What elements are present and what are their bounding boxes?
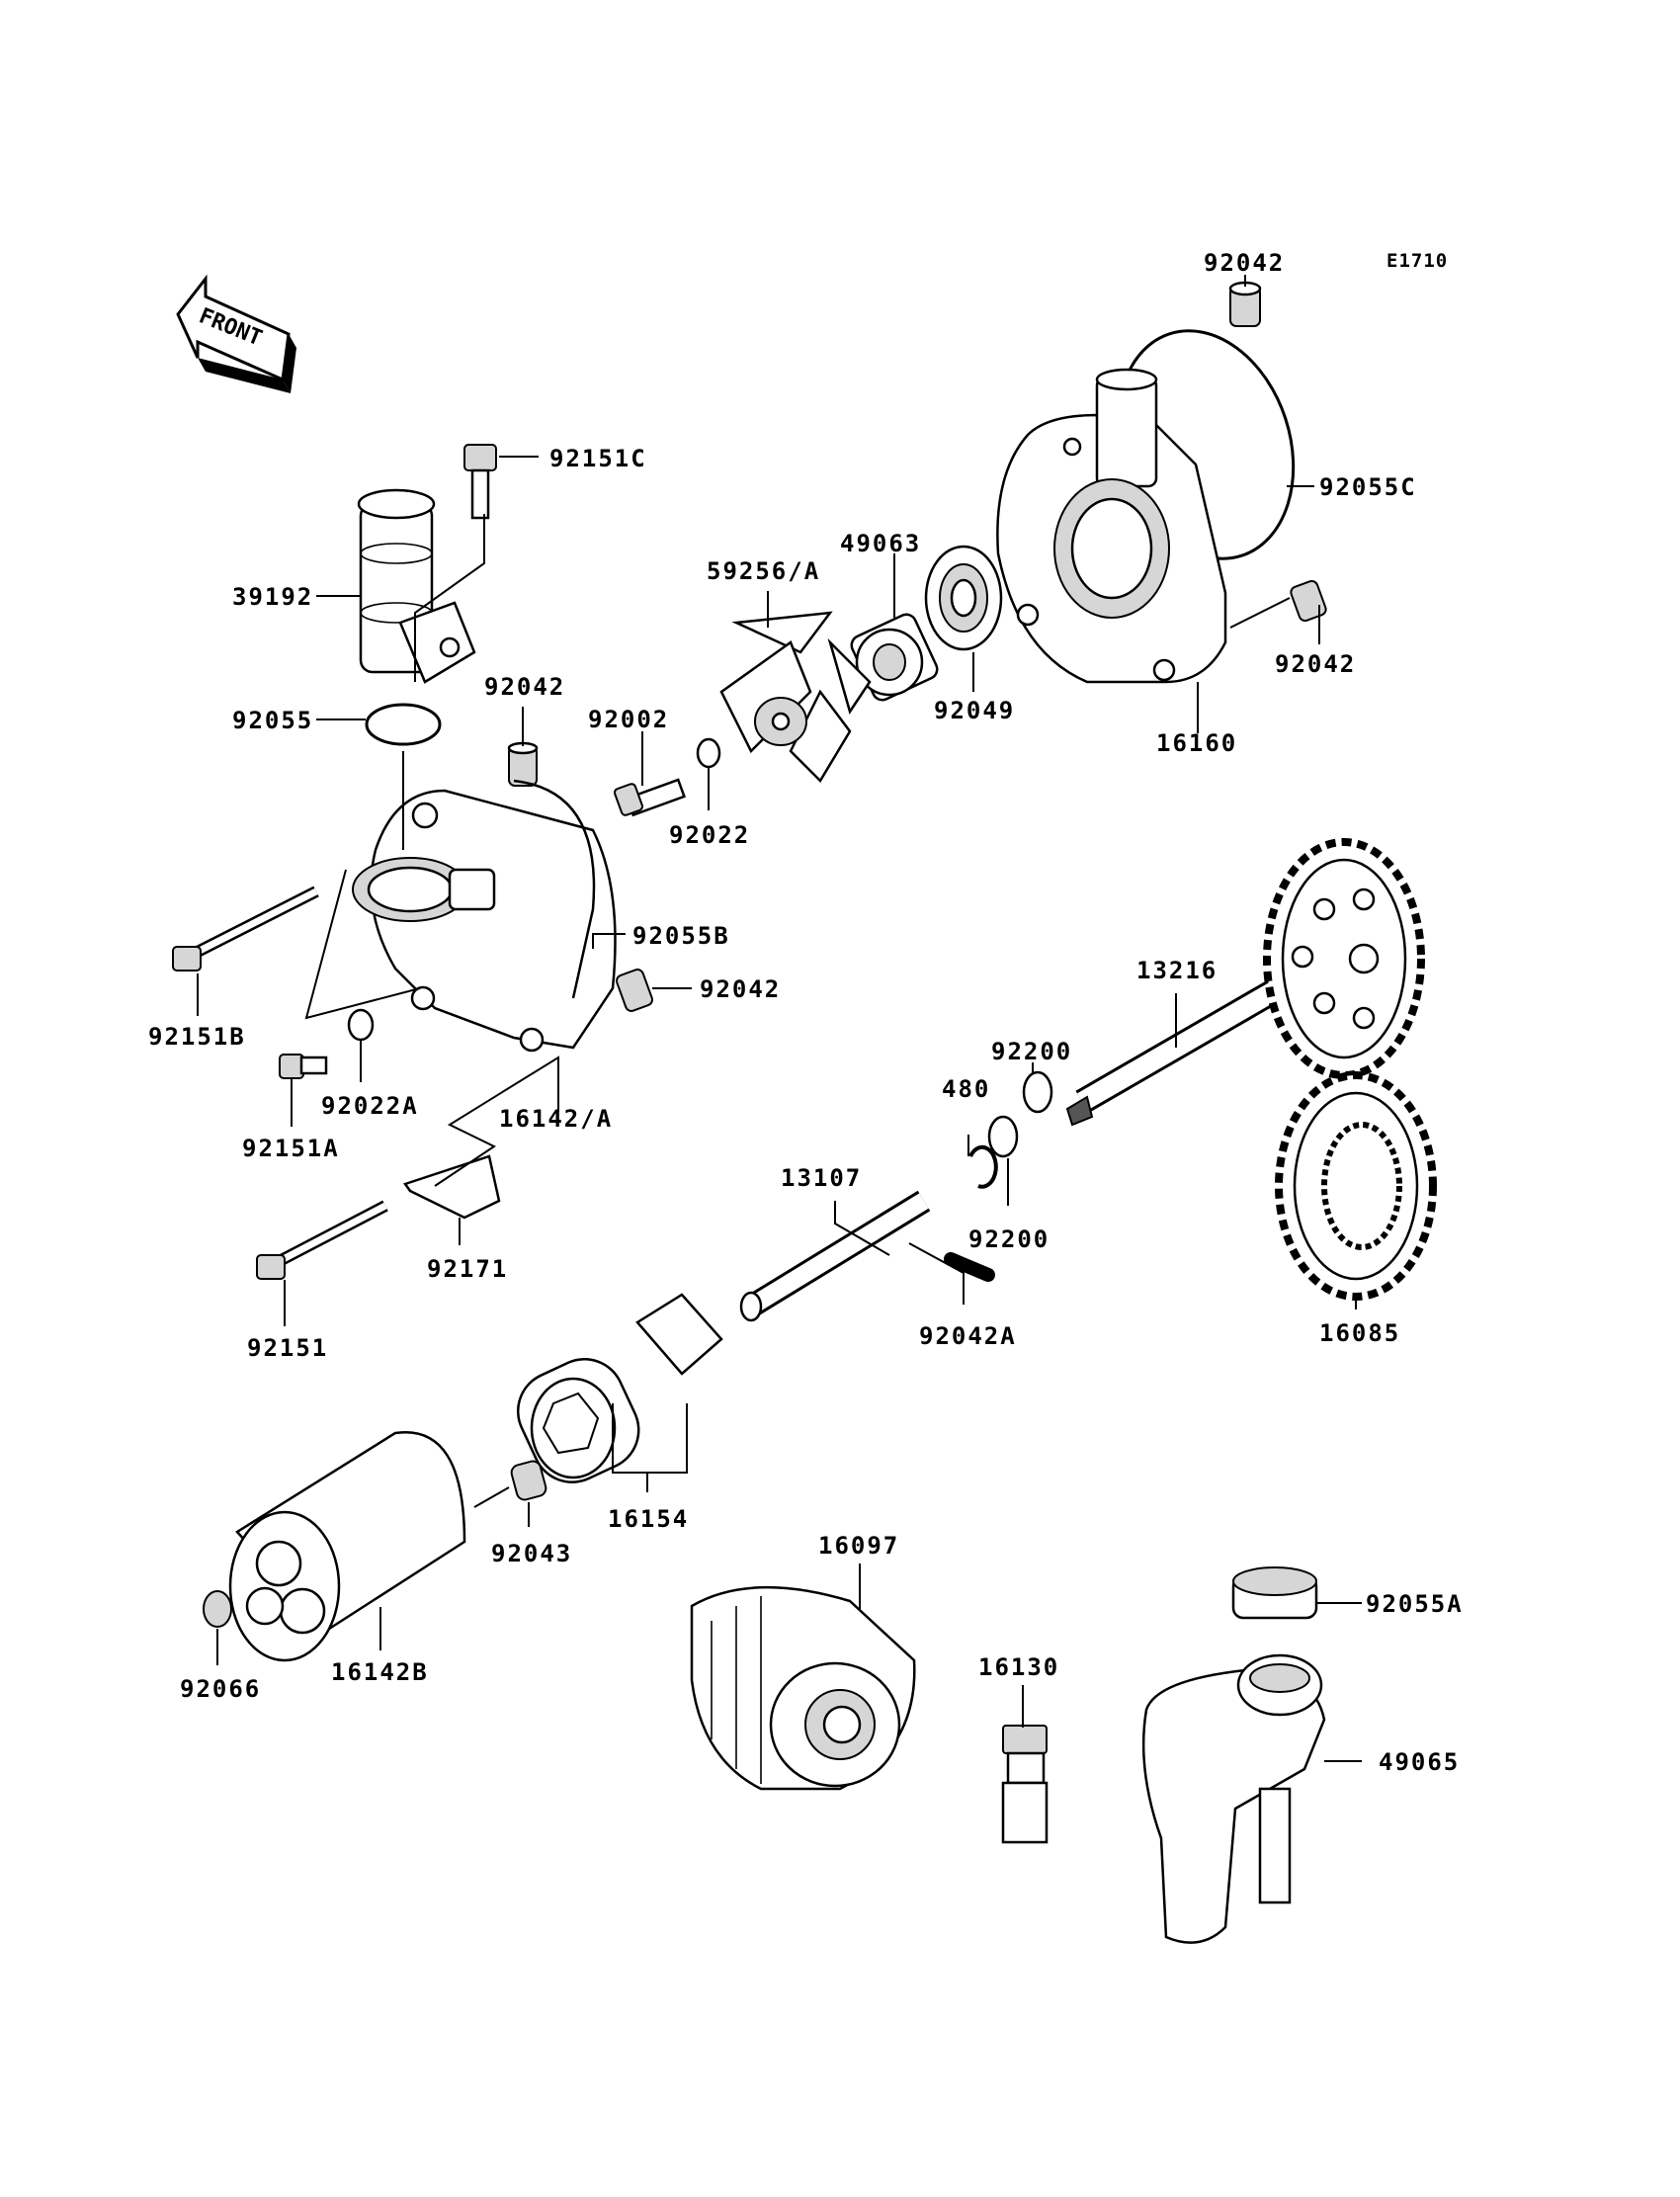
part-label-92066[interactable]: 92066 [180, 1675, 261, 1703]
dowel-pin-icon [1228, 281, 1262, 327]
part-label-16160[interactable]: 16160 [1156, 729, 1237, 757]
oil-strainer-icon [1141, 1653, 1326, 1944]
bearing-icon [924, 545, 1003, 651]
part-label-39192[interactable]: 39192 [232, 583, 313, 611]
pin-icon [510, 1460, 547, 1501]
part-label-16130[interactable]: 16130 [978, 1653, 1059, 1681]
part-label-92002[interactable]: 92002 [588, 706, 669, 733]
part-label-92200-top[interactable]: 92200 [991, 1038, 1072, 1065]
part-label-13107[interactable]: 13107 [781, 1164, 862, 1192]
cap-icon [1231, 1566, 1318, 1620]
pump-shaft-gear-icon [1065, 838, 1425, 1127]
part-label-92049[interactable]: 92049 [934, 697, 1015, 724]
washer-icon [696, 737, 721, 769]
oil-pump-body-icon [228, 1430, 466, 1662]
part-label-92043[interactable]: 92043 [491, 1540, 572, 1567]
front-arrow-icon: FRONT [176, 274, 296, 393]
water-pipe-icon [357, 488, 476, 684]
part-label-16142A[interactable]: 16142/A [499, 1105, 613, 1133]
bolt-icon [172, 886, 319, 972]
part-label-16142B[interactable]: 16142B [331, 1658, 429, 1686]
bolt-icon [256, 1200, 388, 1280]
washer-icon [1022, 1070, 1053, 1114]
part-label-92022[interactable]: 92022 [669, 821, 750, 849]
part-label-92200-bottom[interactable]: 92200 [968, 1225, 1050, 1253]
part-label-92055B[interactable]: 92055B [632, 922, 730, 950]
part-label-92055A[interactable]: 92055A [1366, 1590, 1464, 1618]
part-label-92055[interactable]: 92055 [232, 707, 313, 734]
dowel-pin-icon [1290, 579, 1327, 623]
circlip-icon [968, 1144, 998, 1189]
bolt-icon [463, 444, 497, 520]
dowel-pin-icon [507, 741, 539, 787]
oil-pump-rotor-icon [516, 1293, 723, 1483]
part-label-92171[interactable]: 92171 [427, 1255, 508, 1283]
seal-ring-icon [203, 1590, 232, 1628]
part-label-92151B[interactable]: 92151B [148, 1023, 246, 1051]
oil-pump-shaft-icon [739, 1190, 931, 1322]
dowel-pin-icon [616, 969, 653, 1012]
part-label-92042A[interactable]: 92042A [919, 1322, 1017, 1350]
part-label-92042-middle[interactable]: 92042 [484, 673, 565, 701]
washer-icon [347, 1008, 375, 1042]
part-labels: 92042 92055C 92042 16160 49063 92049 592… [148, 249, 1464, 1776]
part-label-92055C[interactable]: 92055C [1319, 473, 1417, 501]
clamp-icon [402, 1154, 501, 1220]
part-label-92042-top[interactable]: 92042 [1204, 249, 1285, 277]
part-label-16085[interactable]: 16085 [1319, 1319, 1400, 1347]
part-label-92151A[interactable]: 92151A [242, 1135, 340, 1162]
part-label-92042-right[interactable]: 92042 [1275, 650, 1356, 678]
part-label-49065[interactable]: 49065 [1379, 1748, 1460, 1776]
part-label-480[interactable]: 480 [942, 1075, 990, 1103]
part-label-92042-center[interactable]: 92042 [700, 975, 781, 1003]
oil-filter-icon [690, 1585, 916, 1791]
part-label-92151[interactable]: 92151 [247, 1334, 328, 1362]
leader-lines [197, 275, 1362, 1762]
part-label-16154[interactable]: 16154 [608, 1505, 689, 1533]
part-label-13216[interactable]: 13216 [1136, 957, 1218, 984]
o-ring-icon [365, 703, 442, 746]
gear-icon [1275, 1071, 1437, 1301]
part-label-92022A[interactable]: 92022A [321, 1092, 419, 1120]
washer-icon [987, 1115, 1019, 1158]
pump-body-icon [352, 779, 617, 1053]
diagram-code: E1710 [1386, 250, 1448, 272]
part-label-59256A[interactable]: 59256/A [707, 557, 820, 585]
pump-cover-icon [996, 368, 1227, 684]
part-label-49063[interactable]: 49063 [840, 530, 921, 557]
mechanical-seal-icon [850, 613, 939, 702]
bolt-icon [614, 778, 686, 817]
part-label-92151C[interactable]: 92151C [549, 445, 647, 472]
bolt-icon [279, 1054, 328, 1079]
part-label-16097[interactable]: 16097 [818, 1532, 899, 1560]
impeller-icon [719, 611, 872, 784]
pin-icon [944, 1252, 995, 1282]
oil-fitting-icon [1001, 1725, 1049, 1844]
